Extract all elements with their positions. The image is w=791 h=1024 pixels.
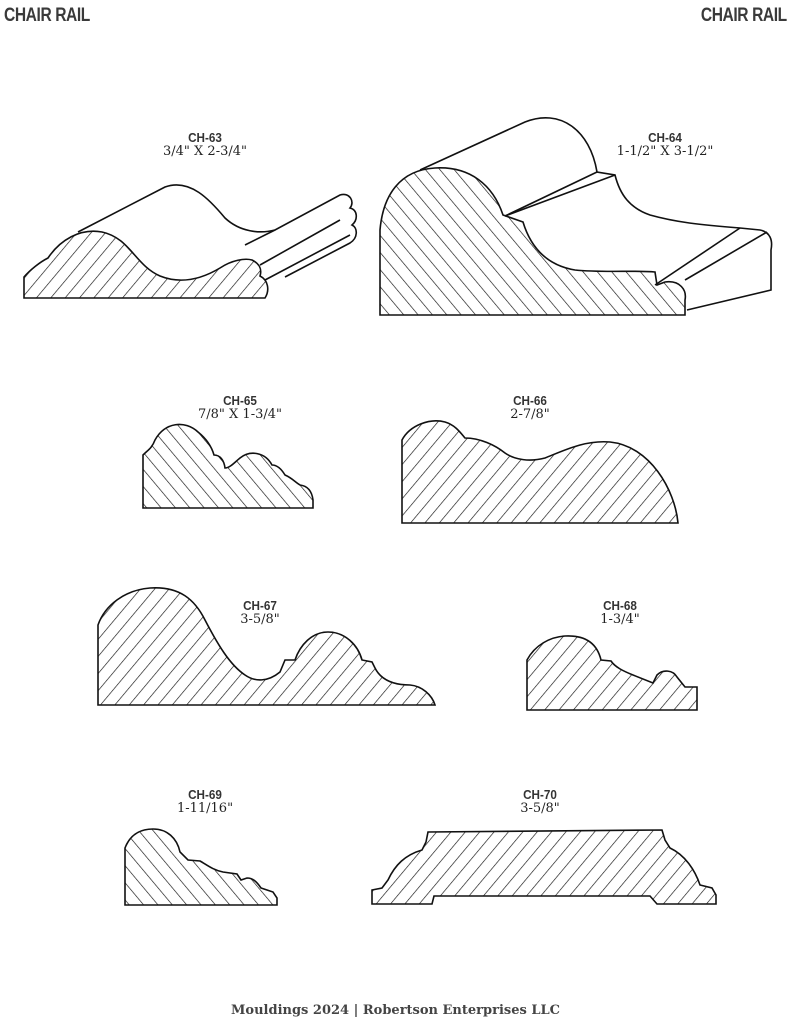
- moulding-drawing-ch67: [97, 587, 437, 706]
- moulding-code: CH-69: [188, 787, 222, 802]
- moulding-size: 1-3/4": [600, 612, 640, 627]
- moulding-drawing-ch64: [379, 117, 773, 316]
- moulding-label-ch63: CH-63 3/4" X 2-3/4": [135, 131, 275, 159]
- moulding-code: CH-70: [523, 787, 557, 802]
- footer: Mouldings 2024 | Robertson Enterprises L…: [231, 1003, 560, 1018]
- moulding-size: 3/4" X 2-3/4": [163, 144, 247, 159]
- moulding-code: CH-66: [513, 393, 547, 408]
- page-title-left: CHAIR RAIL: [4, 5, 90, 26]
- page-title-right: CHAIR RAIL: [701, 5, 787, 26]
- moulding-drawing-ch63: [23, 184, 358, 299]
- moulding-code: CH-67: [243, 598, 277, 613]
- moulding-size: 7/8" X 1-3/4": [198, 407, 282, 422]
- moulding-code: CH-64: [648, 130, 682, 145]
- moulding-size: 1-1/2" X 3-1/2": [616, 144, 714, 159]
- moulding-label-ch64: CH-64 1-1/2" X 3-1/2": [600, 131, 730, 159]
- moulding-drawing-ch68: [526, 635, 698, 711]
- moulding-label-ch70: CH-70 3-5/8": [495, 788, 585, 816]
- moulding-size: 3-5/8": [520, 801, 560, 816]
- moulding-size: 2-7/8": [510, 407, 550, 422]
- moulding-size: 1-11/16": [176, 801, 234, 816]
- moulding-code: CH-65: [223, 393, 257, 408]
- moulding-size: 3-5/8": [240, 612, 280, 627]
- moulding-label-ch68: CH-68 1-3/4": [570, 599, 670, 627]
- moulding-drawing-ch65: [142, 423, 314, 509]
- moulding-drawing-ch70: [371, 829, 717, 905]
- moulding-drawing-ch69: [124, 828, 278, 906]
- moulding-code: CH-68: [603, 598, 637, 613]
- moulding-label-ch69: CH-69 1-11/16": [160, 788, 250, 816]
- moulding-label-ch67: CH-67 3-5/8": [210, 599, 310, 627]
- moulding-drawing-ch66: [401, 420, 679, 524]
- moulding-code: CH-63: [188, 130, 222, 145]
- moulding-label-ch66: CH-66 2-7/8": [480, 394, 580, 422]
- moulding-label-ch65: CH-65 7/8" X 1-3/4": [180, 394, 300, 422]
